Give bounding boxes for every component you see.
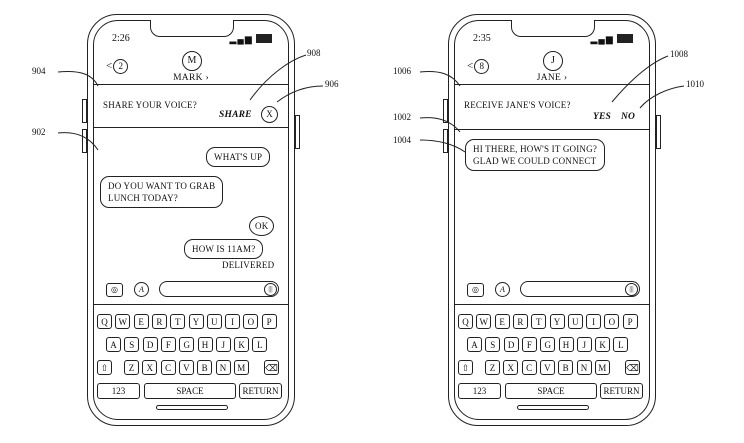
ref-numeral-1006: 1006	[393, 66, 411, 76]
ref-numeral-1010: 1010	[686, 79, 704, 89]
leader-1006	[420, 72, 460, 86]
ref-numeral-1008: 1008	[670, 49, 688, 59]
leader-902	[58, 133, 98, 150]
ref-numeral-1004: 1004	[393, 135, 411, 145]
leader-1002	[420, 118, 460, 132]
leader-1010	[640, 86, 684, 108]
ref-numeral-906: 906	[325, 79, 339, 89]
ref-numeral-908: 908	[307, 48, 321, 58]
ref-numeral-904: 904	[32, 66, 46, 76]
leader-1008	[612, 56, 668, 102]
ref-numeral-1002: 1002	[393, 112, 411, 122]
leader-904	[58, 72, 98, 86]
leader-908	[250, 55, 306, 100]
ref-numeral-902: 902	[32, 127, 46, 137]
leader-1004	[420, 140, 465, 152]
leader-906	[277, 86, 323, 102]
